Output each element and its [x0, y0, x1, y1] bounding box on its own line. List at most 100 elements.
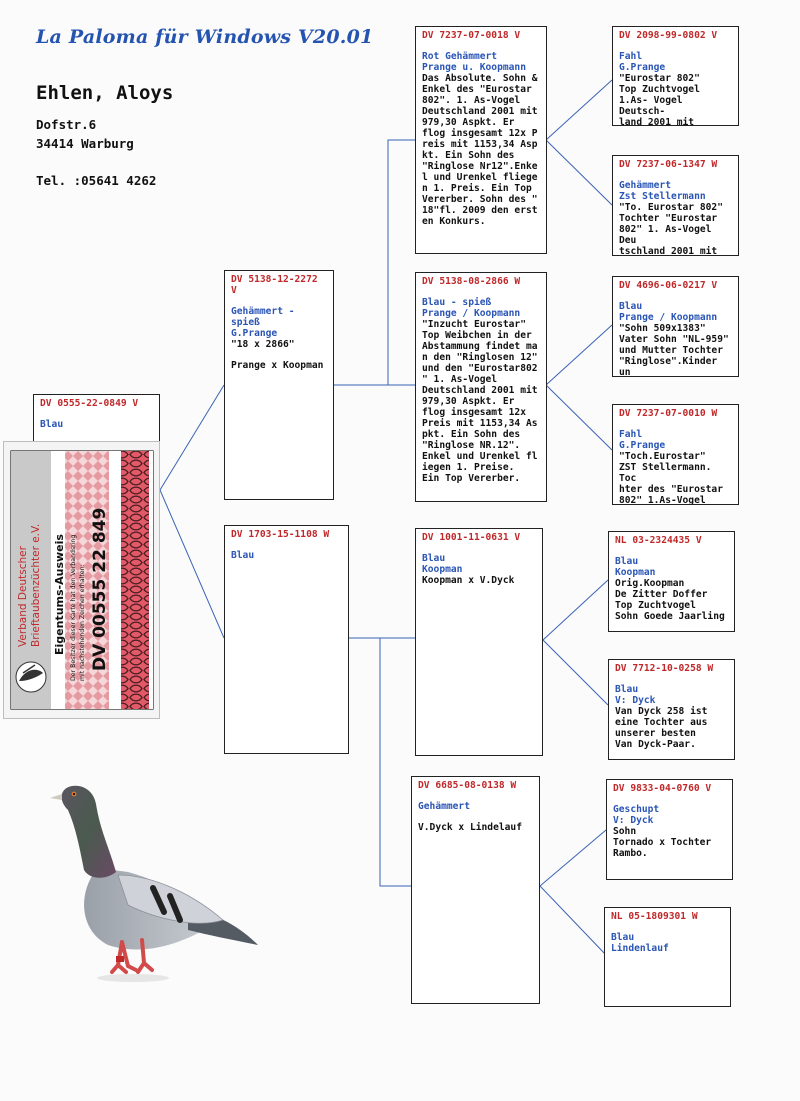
- app-title: La Paloma für Windows V20.01: [36, 26, 374, 48]
- father-color: Gehämmert - spieß: [231, 306, 295, 328]
- mfm-line: eine Tochter aus: [615, 717, 708, 728]
- mmf-line: Sohn: [613, 826, 637, 837]
- mff-breeder: Koopman: [615, 567, 656, 578]
- pedigree-mother[interactable]: DV 1703-15-1108 W Blau: [224, 525, 349, 754]
- mff-line: Sohn Goede Jaarling: [615, 611, 725, 622]
- fm-breeder: Prange / Koopmann: [422, 308, 521, 319]
- pedigree-fmm[interactable]: DV 7237-07-0010 W Fahl G.Prange "Toch.Eu…: [612, 404, 739, 505]
- mfm-line: Van Dyck-Paar.: [615, 739, 696, 750]
- pedigree-fff[interactable]: DV 2098-99-0802 V Fahl G.Prange "Eurosta…: [612, 26, 739, 126]
- pigeon-illustration: [50, 785, 258, 982]
- fm-line: Enkel und Urenkel fl: [422, 451, 538, 462]
- mfm-breeder: V: Dyck: [615, 695, 656, 706]
- mf-ring: DV 1001-11-0631 V: [422, 532, 521, 543]
- fff-breeder: G.Prange: [619, 62, 666, 73]
- fm-line: "Ringlose NR.12".: [422, 440, 521, 451]
- ff-line: n 1. Preis. Ein Top: [422, 183, 532, 194]
- ff-line: en Konkurs.: [422, 216, 486, 227]
- ff-line: Enkel des "Eurostar: [422, 84, 532, 95]
- fmm-line: "Toch.Eurostar": [619, 451, 706, 462]
- mf-line: Koopman x V.Dyck: [422, 575, 515, 586]
- fmm-line: ZST Stellermann. Toc: [619, 462, 712, 484]
- fm-line: Abstammung findet ma: [422, 341, 538, 352]
- fmm-breeder: G.Prange: [619, 440, 666, 451]
- fm-line: Preis mit 1153,34 As: [422, 418, 538, 429]
- mff-line: Orig.Koopman: [615, 578, 685, 589]
- mff-ring: NL 03-2324435 V: [615, 535, 702, 546]
- card-org-line1: Verband Deutscher: [17, 545, 29, 647]
- fm-color: Blau - spieß: [422, 297, 492, 308]
- mmm-color: Blau: [611, 932, 635, 943]
- card-title: Eigentums-Ausweis: [53, 534, 66, 655]
- ffm-line: 802" 1. As-Vogel Deu: [619, 224, 712, 246]
- fm-line: flog insgesamt 12x: [422, 407, 526, 418]
- pedigree-ffm[interactable]: DV 7237-06-1347 W Gehämmert Zst Stellerm…: [612, 155, 739, 256]
- fm-line: iegen 1. Preise.: [422, 462, 515, 473]
- mmf-breeder: V: Dyck: [613, 815, 654, 826]
- pedigree-mf[interactable]: DV 1001-11-0631 V Blau Koopman Koopman x…: [415, 528, 543, 756]
- pedigree-mmf[interactable]: DV 9833-04-0760 V Geschupt V: Dyck Sohn …: [606, 779, 733, 880]
- fm-line: Deutschland 2001 mit: [422, 385, 538, 396]
- ff-line: flog insgesamt 12x P: [422, 128, 538, 139]
- ffm-ring: DV 7237-06-1347 W: [619, 159, 718, 170]
- ff-line: Deutschland 2001 mit: [422, 106, 538, 117]
- card-org-line2: Brieftaubenzüchter e.V.: [30, 524, 42, 647]
- ownership-card: Verband Deutscher Brieftaubenzüchter e.V…: [3, 441, 160, 719]
- pedigree-fm[interactable]: DV 5138-08-2866 W Blau - spieß Prange / …: [415, 272, 547, 502]
- ff-breeder: Prange u. Koopmann: [422, 62, 526, 73]
- fmf-breeder: Prange / Koopmann: [619, 312, 718, 323]
- ff-line: reis mit 1153,34 Asp: [422, 139, 538, 150]
- pedigree-fmf[interactable]: DV 4696-06-0217 V Blau Prange / Koopmann…: [612, 276, 739, 377]
- ff-ring: DV 7237-07-0018 V: [422, 30, 521, 41]
- owner-phone: Tel. :05641 4262: [36, 173, 157, 188]
- fm-line: "Inzucht Eurostar": [422, 319, 526, 330]
- fm-line: 979,30 Aspkt. Er: [422, 396, 515, 407]
- fmf-line: Vater Sohn "NL-959": [619, 334, 729, 345]
- ff-line: kt. Ein Sohn des: [422, 150, 515, 161]
- mmf-line: Rambo.: [613, 848, 648, 859]
- mf-breeder: Koopman: [422, 564, 463, 575]
- mmm-ring: NL 05-1809301 W: [611, 911, 698, 922]
- pedigree-mff[interactable]: NL 03-2324435 V Blau Koopman Orig.Koopma…: [608, 531, 735, 632]
- ffm-line: "To. Eurostar 802": [619, 202, 723, 213]
- pedigree-mfm[interactable]: DV 7712-10-0258 W Blau V: Dyck Van Dyck …: [608, 659, 735, 760]
- fmm-color: Fahl: [619, 429, 643, 440]
- ffm-breeder: Zst Stellermann: [619, 191, 706, 202]
- fmf-line: und Mutter Tochter: [619, 345, 723, 356]
- mff-line: Top Zuchtvogel: [615, 600, 696, 611]
- fm-ring: DV 5138-08-2866 W: [422, 276, 521, 287]
- fff-line: land 2001 mit: [619, 117, 695, 126]
- fmm-line: hter des "Eurostar: [619, 484, 723, 495]
- fm-line: Ein Top Vererber.: [422, 473, 521, 484]
- fmm-line: 802" 1.As-Vogel: [619, 495, 706, 505]
- fmf-line: "Sohn 509x1383": [619, 323, 706, 334]
- mfm-line: unserer besten: [615, 728, 696, 739]
- fm-line: n den "Ringlosen 12": [422, 352, 538, 363]
- ff-line: 18"fl. 2009 den erst: [422, 205, 538, 216]
- fm-line: pkt. Ein Sohn des: [422, 429, 521, 440]
- mff-line: De Zitter Doffer: [615, 589, 708, 600]
- owner-street: Dofstr.6: [36, 117, 97, 132]
- pedigree-ff[interactable]: DV 7237-07-0018 V Rot Gehämmert Prange u…: [415, 26, 547, 254]
- mfm-ring: DV 7712-10-0258 W: [615, 663, 714, 674]
- fm-line: " 1. As-Vogel: [422, 374, 498, 385]
- ffm-color: Gehämmert: [619, 180, 671, 191]
- mm-line: V.Dyck x Lindelauf: [418, 822, 522, 833]
- fm-line: und den "Eurostar802: [422, 363, 538, 374]
- fff-line: "Eurostar 802": [619, 73, 700, 84]
- ff-line: "Ringlose Nr12".Enke: [422, 161, 538, 172]
- fff-line: Top Zuchtvogel: [619, 84, 700, 95]
- pedigree-father[interactable]: DV 5138-12-2272 V Gehämmert - spieß G.Pr…: [224, 270, 334, 500]
- pedigree-mm[interactable]: DV 6685-08-0138 W Gehämmert V.Dyck x Lin…: [411, 776, 540, 1004]
- fmf-ring: DV 4696-06-0217 V: [619, 280, 718, 291]
- fm-line: Top Weibchen in der: [422, 330, 532, 341]
- ff-line: 802". 1. As-Vogel: [422, 95, 521, 106]
- mmf-line: Tornado x Tochter: [613, 837, 712, 848]
- mmm-breeder: Lindenlauf: [611, 943, 669, 954]
- ff-line: l und Urenkel fliege: [422, 172, 538, 183]
- mm-ring: DV 6685-08-0138 W: [418, 780, 517, 791]
- ffm-line: Tochter "Eurostar: [619, 213, 718, 224]
- mfm-color: Blau: [615, 684, 639, 695]
- pedigree-mmm[interactable]: NL 05-1809301 W Blau Lindenlauf: [604, 907, 731, 1007]
